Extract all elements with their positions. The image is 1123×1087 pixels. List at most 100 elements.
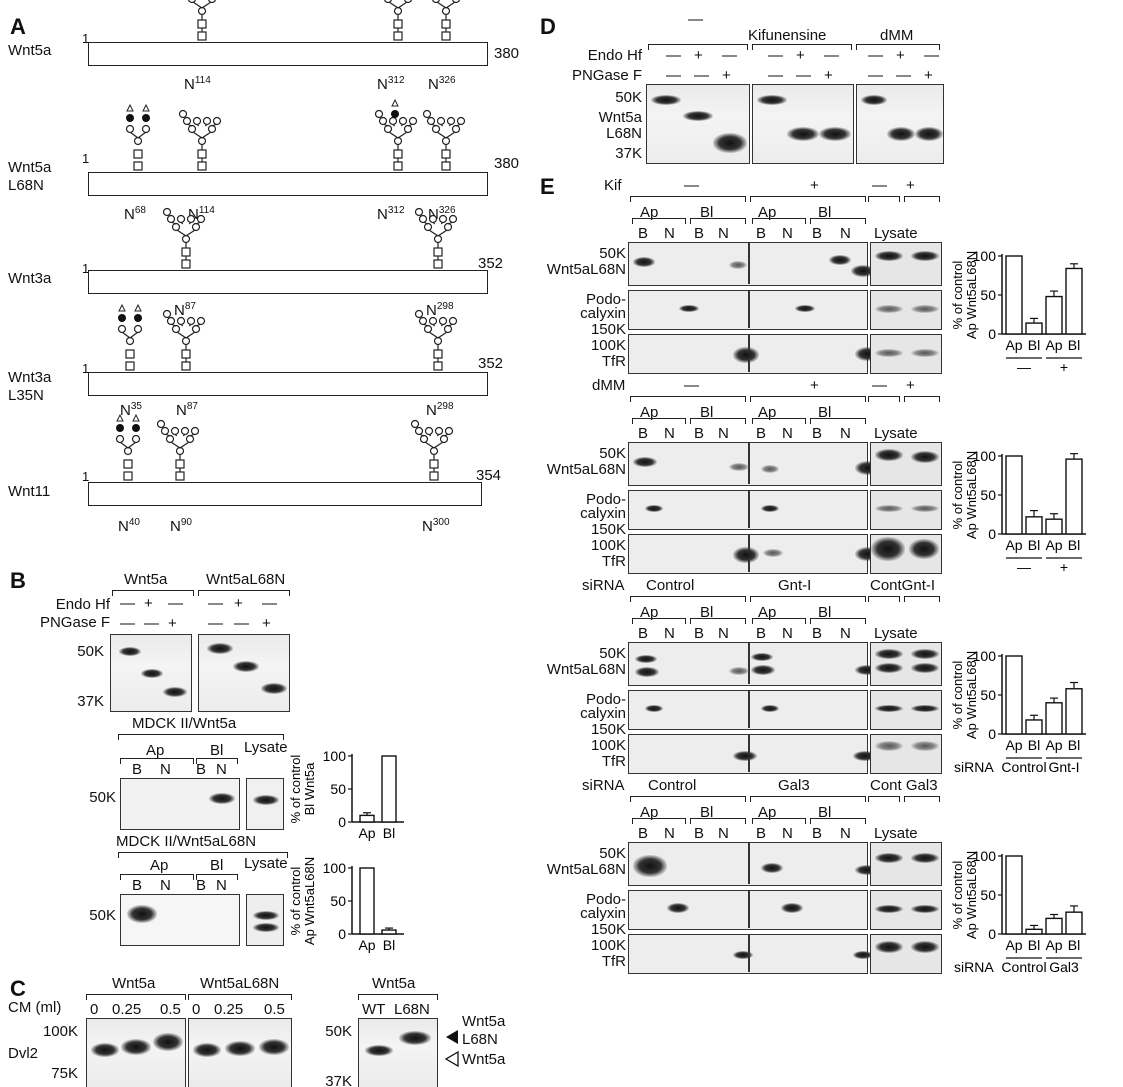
plus-sign: + xyxy=(144,596,153,611)
band xyxy=(633,855,667,877)
mdck2-title: MDCK II/Wnt5aL68N xyxy=(116,834,256,849)
band xyxy=(875,305,903,313)
row-endo: Endo Hf xyxy=(560,48,642,63)
x-tick-label: Bl xyxy=(1068,337,1080,353)
y-tick-label: 100 xyxy=(323,860,347,876)
lysate-blot xyxy=(870,890,942,930)
dose: 0.5 xyxy=(160,1002,181,1017)
glycan-tree xyxy=(412,421,453,481)
tfr-label: TfR xyxy=(548,754,626,769)
y-axis-label: % of controlAp Wnt5aL68N xyxy=(950,451,979,539)
section-heading: Kif xyxy=(604,178,622,193)
bar xyxy=(1046,519,1062,534)
lane-label: N xyxy=(664,426,675,441)
lysate-blot xyxy=(870,690,942,730)
x-tick-label: Bl xyxy=(1028,937,1040,953)
minus-sign: — xyxy=(824,48,839,63)
wnt5al68n-label: Wnt5aL68N xyxy=(540,462,626,477)
lane-separator xyxy=(748,691,750,728)
bracket xyxy=(630,396,746,402)
lysate-cond: + xyxy=(906,378,915,393)
chart-e-0: 050100ApBlApBl—+% of controlAp Wnt5aL68N xyxy=(946,202,1116,402)
wnt5al68n-label: Wnt5aL68N xyxy=(540,662,626,677)
x-tick-label: Ap xyxy=(1045,337,1062,353)
y-tick-label: 50 xyxy=(980,287,996,303)
x-tick-label: Bl xyxy=(383,937,395,953)
bar xyxy=(1026,720,1042,734)
minus-sign: — xyxy=(168,596,183,611)
blot-b-wnt5a xyxy=(110,634,192,712)
arrowheads xyxy=(444,1028,464,1078)
bracket xyxy=(904,396,940,402)
lane-label: N xyxy=(840,426,851,441)
bracket xyxy=(750,596,866,602)
band xyxy=(909,539,939,559)
bracket xyxy=(868,596,900,602)
minus-sign: — xyxy=(666,48,681,63)
podocalyxin-label: calyxin xyxy=(548,306,626,321)
blot-mdck-wnt5a-lysate xyxy=(246,778,284,830)
lane-label: B xyxy=(694,626,704,641)
lysate-blot xyxy=(870,842,942,886)
minus-sign: — xyxy=(896,68,911,83)
bar xyxy=(382,756,396,822)
lane-label: B xyxy=(694,226,704,241)
band xyxy=(911,741,939,751)
glycan-tree xyxy=(376,0,417,40)
bracket xyxy=(752,218,806,224)
dose: 0 xyxy=(192,1002,200,1017)
arrow-label: Wnt5a xyxy=(462,1052,505,1067)
group-label: Gnt-I xyxy=(1048,759,1079,775)
bar xyxy=(1046,297,1062,334)
minus-sign: — xyxy=(120,596,135,611)
bracket xyxy=(904,796,940,802)
lysate-label: Lysate xyxy=(874,826,918,841)
lysate-label: Lysate xyxy=(244,740,288,755)
bracket xyxy=(750,196,866,202)
marker-150k: 150K xyxy=(548,322,626,337)
lane-label: N xyxy=(840,226,851,241)
plus-sign: + xyxy=(824,68,833,83)
chart-e-2: 050100ApBlApBlControlGnt-I% of controlAp… xyxy=(946,602,1116,802)
bracket xyxy=(630,596,746,602)
y-tick-label: 50 xyxy=(980,887,996,903)
band xyxy=(733,347,759,363)
y-tick-label: 0 xyxy=(338,814,346,830)
band xyxy=(875,853,903,863)
band xyxy=(829,255,851,265)
band xyxy=(875,705,903,712)
lane-label: N xyxy=(782,626,793,641)
lane-label: B xyxy=(638,226,648,241)
group-label: Control xyxy=(1001,759,1046,775)
marker-100k: 100K xyxy=(548,538,626,553)
tfr-label: TfR xyxy=(548,954,626,969)
arrow-label: L68N xyxy=(462,1032,498,1047)
band xyxy=(729,463,749,471)
bracket xyxy=(358,994,438,1000)
band xyxy=(633,457,657,467)
y-axis-label: % of controlBl Wnt5a xyxy=(288,755,317,824)
blot-d-none xyxy=(646,84,750,164)
lysate-blot xyxy=(870,290,942,330)
lane-label: B xyxy=(694,826,704,841)
lysate-condition-label: ContGnt-I xyxy=(870,578,935,593)
glycan-tree xyxy=(180,0,221,40)
lane-separator xyxy=(748,291,750,328)
blot-row xyxy=(628,442,868,486)
bracket xyxy=(690,218,746,224)
lane-label: B xyxy=(756,826,766,841)
group-label: — xyxy=(1017,559,1031,575)
group-label: + xyxy=(1060,559,1068,575)
lysate-blot xyxy=(870,934,942,974)
condition-label: — xyxy=(684,178,699,193)
band xyxy=(645,705,663,712)
glycan-tree xyxy=(164,311,205,371)
lysate-blot xyxy=(870,334,942,374)
sirna-label: siRNA xyxy=(954,759,994,775)
band xyxy=(751,653,773,661)
dose: 0.5 xyxy=(264,1002,285,1017)
x-tick-label: Ap xyxy=(358,937,375,953)
blot-mdck-l68n xyxy=(120,894,240,946)
bracket xyxy=(752,618,806,624)
podocalyxin-label: calyxin xyxy=(548,506,626,521)
